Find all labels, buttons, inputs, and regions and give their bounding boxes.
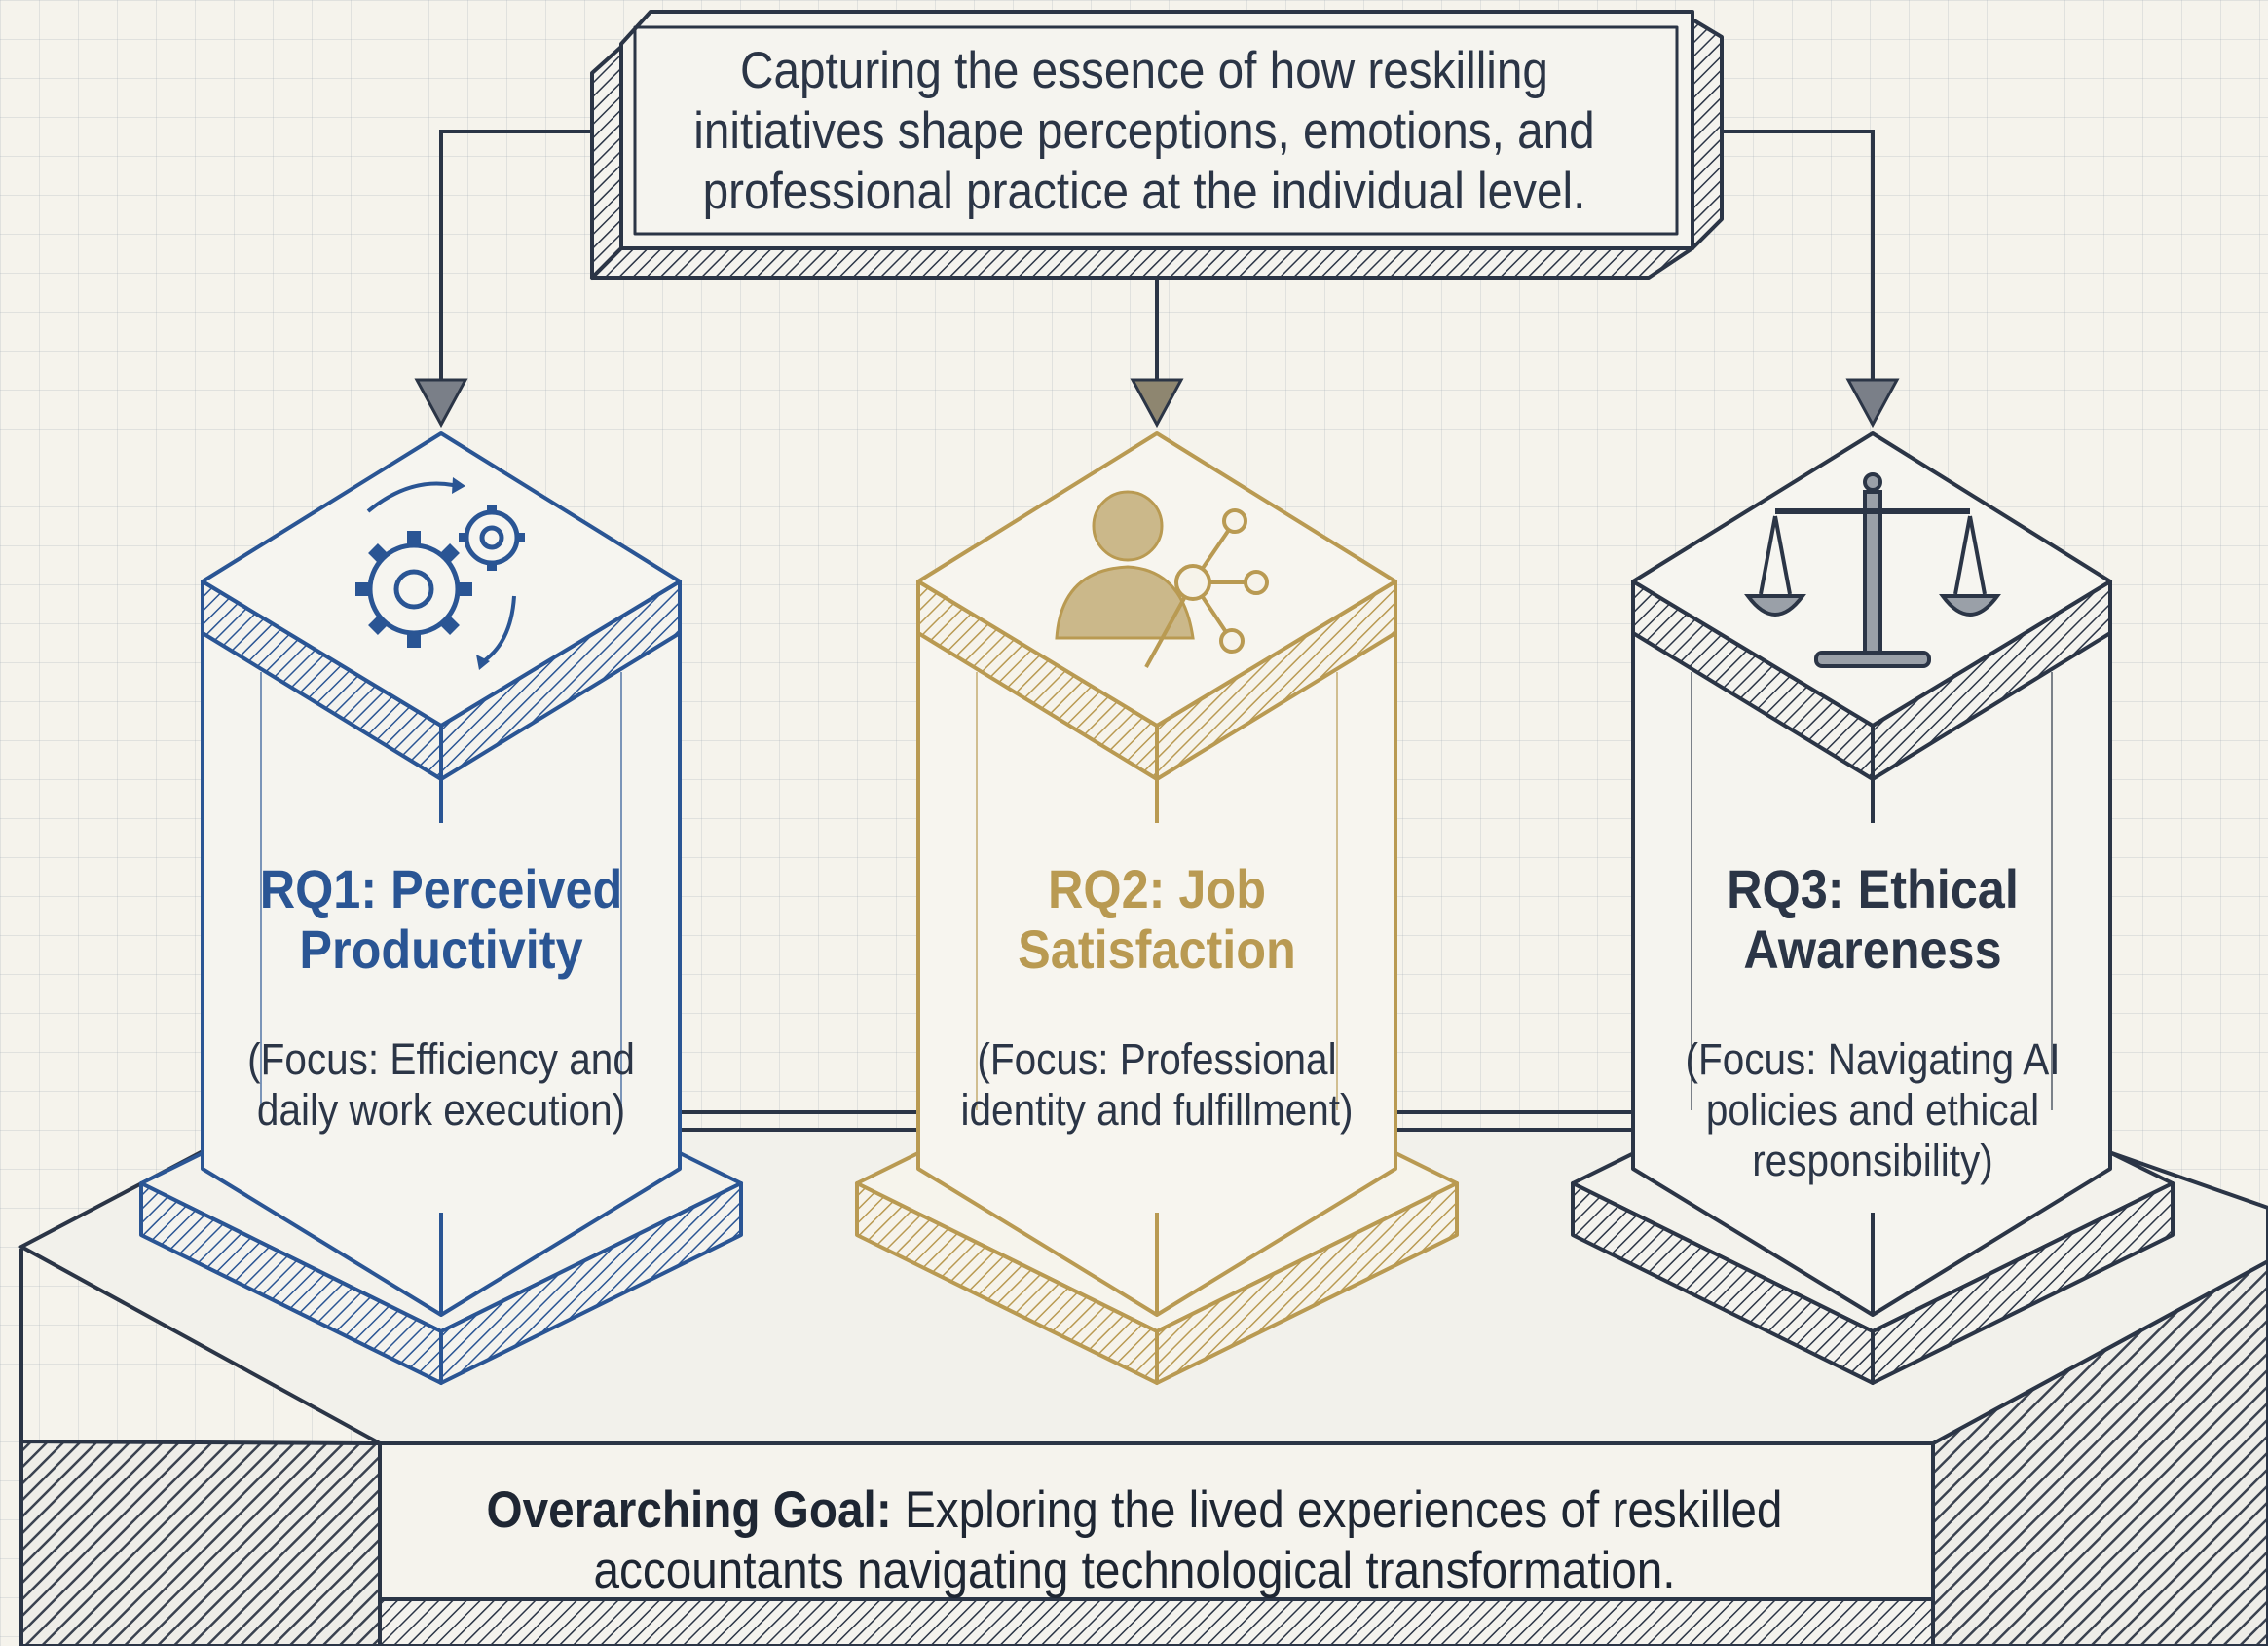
person-network-icon — [1055, 490, 1269, 668]
rq1-title: RQ1: Perceived Productivity — [259, 858, 623, 980]
goal-label: Overarching Goal: — [486, 1481, 892, 1539]
overarching-goal: Overarching Goal: Exploring the lived ex… — [465, 1480, 1805, 1601]
pillar-rq1 — [139, 431, 743, 1385]
gears-icon — [355, 477, 525, 670]
rq3-title: RQ3: Ethical Awareness — [1727, 858, 2019, 980]
header-box — [590, 10, 1724, 280]
rq2-focus: (Focus: Professional identity and fulfil… — [960, 1034, 1354, 1135]
balance-scale-icon — [1744, 472, 2001, 668]
arrow-to-rq2 — [1130, 278, 1184, 429]
rq3-focus: (Focus: Navigating AI policies and ethic… — [1685, 1034, 2061, 1185]
arrow-to-rq1 — [414, 130, 592, 429]
goal-text: Exploring the lived experiences of reski… — [593, 1481, 1783, 1599]
rq1-focus: (Focus: Efficiency and daily work execut… — [247, 1034, 635, 1135]
header-text: Capturing the essence of how reskilling … — [693, 42, 1595, 220]
rq2-title: RQ2: Job Satisfaction — [1018, 858, 1296, 980]
arrow-to-rq3 — [1722, 130, 1900, 429]
